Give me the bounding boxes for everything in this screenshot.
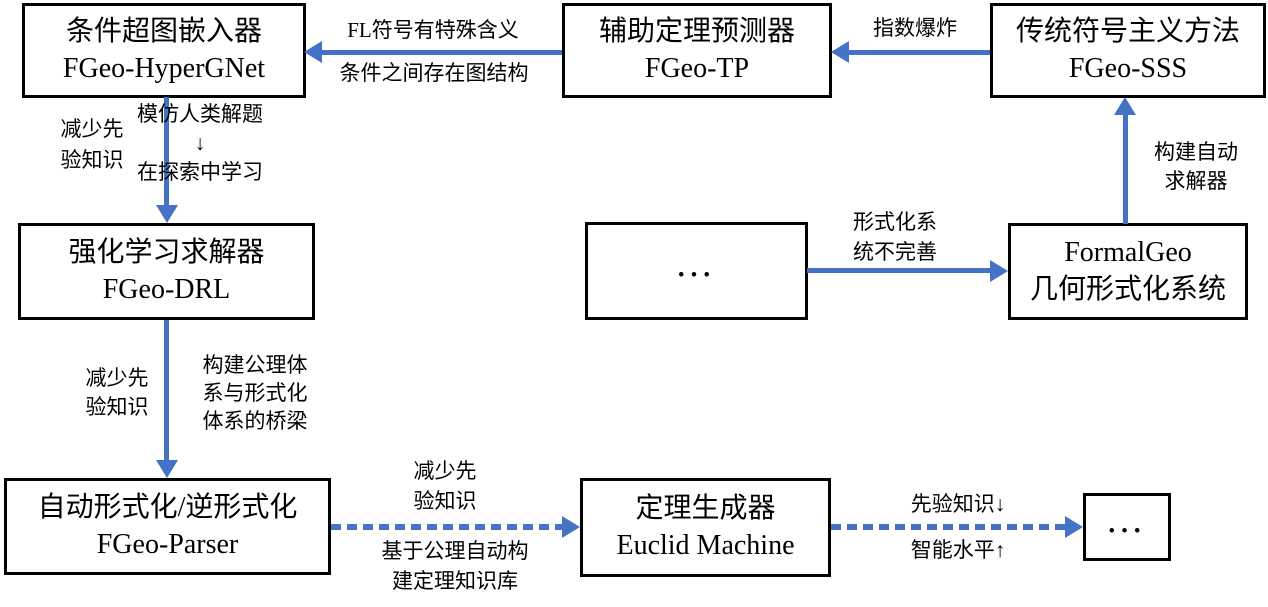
node-fgeo-drl: 强化学习求解器 FGeo-DRL (18, 223, 315, 320)
edge-label-axiom-kb: 基于公理自动构 建定理知识库 (381, 539, 529, 593)
arrow-ellipsis-to-formalgeo-head-icon (990, 260, 1008, 282)
node-fgeo-sss-title-en: FGeo-SSS (1068, 52, 1188, 84)
edge-label-exp-explosion: 指数爆炸 (873, 16, 957, 40)
arrow-formalgeo-to-sss-shaft (1123, 114, 1128, 224)
node-formalgeo-title-en: FormalGeo (1064, 236, 1192, 268)
node-fgeo-sss: 传统符号主义方法 FGeo-SSS (990, 3, 1266, 98)
edge-label-formal-incomplete: 形式化系 统不完善 (853, 210, 937, 264)
node-fgeo-tp-title-en: FGeo-TP (644, 52, 750, 84)
node-ellipsis-end-text: … (1105, 498, 1149, 541)
arrow-tp-to-hypergnet-shaft (322, 50, 562, 55)
node-fgeo-drl-title-zh: 强化学习求解器 (68, 236, 265, 268)
node-fgeo-tp: 辅助定理预测器 FGeo-TP (562, 3, 832, 98)
arrow-tp-to-hypergnet-head-icon (304, 41, 322, 63)
arrow-euclid-to-ellipsis-dashed-shaft (831, 524, 1066, 530)
node-fgeo-hypergnet-title-en: FGeo-HyperGNet (62, 52, 266, 84)
node-fgeo-sss-title-zh: 传统符号主义方法 (1015, 15, 1240, 47)
edge-label-reduce-prior-1: 减少先 验知识 (60, 117, 124, 172)
node-fgeo-hypergnet-title-zh: 条件超图嵌入器 (65, 15, 262, 47)
node-fgeo-parser-title-en: FGeo-Parser (96, 528, 239, 560)
arrow-ellipsis-to-formalgeo-shaft (807, 268, 991, 273)
arrow-parser-to-euclid-dashed-shaft (331, 524, 563, 530)
edge-label-reduce-prior-2: 减少先 验知识 (85, 366, 149, 419)
edge-label-build-solver: 构建自动 求解器 (1154, 140, 1238, 193)
node-euclid-machine-title-en: Euclid Machine (616, 529, 795, 561)
node-ellipsis-middle-text: … (675, 242, 718, 285)
node-fgeo-parser-title-zh: 自动形式化/逆形式化 (37, 491, 298, 523)
edge-label-graph-structure: 条件之间存在图结构 (339, 61, 529, 85)
arrow-euclid-to-ellipsis-head-icon (1065, 516, 1083, 538)
arrow-sss-to-tp-head-icon (831, 41, 849, 63)
edge-label-reduce-prior-3: 减少先 验知识 (413, 459, 477, 513)
arrow-sss-to-tp-shaft (849, 50, 990, 55)
arrow-hypergnet-to-drl-head-icon (156, 205, 178, 223)
edge-label-bridge: 构建公理体 系与形式化 体系的桥梁 (202, 353, 308, 433)
node-ellipsis-end: … (1083, 493, 1171, 561)
arrow-drl-to-parser-shaft (164, 320, 169, 461)
node-formalgeo-title-zh: 几何形式化系统 (1029, 273, 1226, 305)
node-ellipsis-middle: … (585, 222, 808, 320)
arrow-hypergnet-to-drl-shaft (164, 97, 169, 206)
node-fgeo-tp-title-zh: 辅助定理预测器 (598, 15, 795, 47)
arrow-formalgeo-to-sss-head-icon (1114, 97, 1136, 115)
node-euclid-machine: 定理生成器 Euclid Machine (580, 478, 831, 577)
arrow-parser-to-euclid-head-icon (562, 516, 580, 538)
edge-label-prior-down: 先验知识↓ (910, 492, 1006, 516)
edge-label-intel-up: 智能水平↑ (910, 538, 1006, 562)
arrow-drl-to-parser-head-icon (156, 460, 178, 478)
node-euclid-machine-title-zh: 定理生成器 (635, 492, 776, 524)
node-fgeo-hypergnet: 条件超图嵌入器 FGeo-HyperGNet (22, 3, 306, 98)
node-fgeo-drl-title-en: FGeo-DRL (102, 273, 231, 305)
node-fgeo-parser: 自动形式化/逆形式化 FGeo-Parser (4, 478, 331, 575)
edge-label-imitate-human: 模仿人类解题 ↓ 在探索中学习 (137, 102, 263, 184)
node-formalgeo: FormalGeo 几何形式化系统 (1008, 223, 1248, 320)
edge-label-fl-special: FL符号有特殊含义 (347, 18, 519, 42)
